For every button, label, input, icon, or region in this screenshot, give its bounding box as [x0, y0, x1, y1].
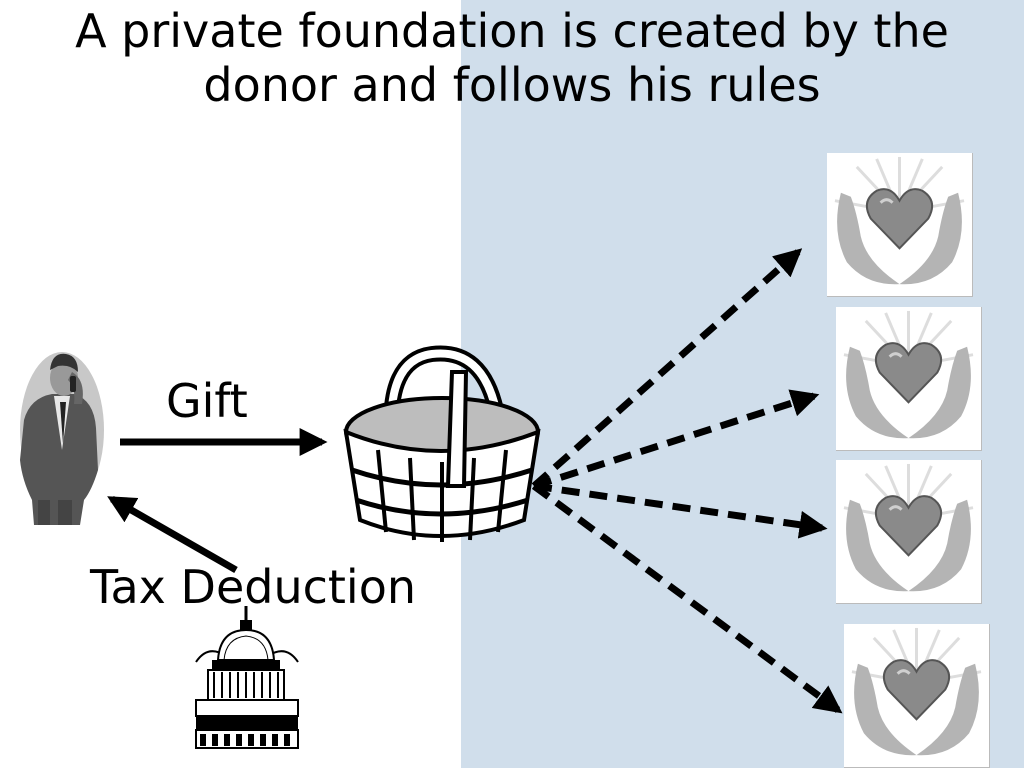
tax-deduction-arrow: [107, 495, 238, 574]
charity-heart-in-hands-icon-1: [827, 153, 973, 297]
distribution-arrow-2: [532, 389, 820, 490]
basket-icon: [343, 345, 541, 542]
charity-heart-in-hands-icon-3: [836, 460, 982, 604]
charity-heart-in-hands-icon-4: [844, 624, 990, 768]
distribution-arrow-4: [531, 483, 843, 714]
businessman-on-phone-icon: [20, 352, 104, 525]
distribution-arrow-1: [531, 248, 803, 489]
tax-deduction-label: Tax Deduction: [90, 560, 416, 614]
slide-title: A private foundation is created by the d…: [0, 4, 1024, 112]
capitol-building-icon: [195, 606, 299, 749]
gift-label: Gift: [166, 374, 248, 428]
title-line-1: A private foundation is created by the: [75, 4, 949, 58]
distribution-arrow-3: [533, 482, 828, 539]
title-line-2: donor and follows his rules: [203, 58, 821, 112]
charity-heart-in-hands-icon-2: [836, 307, 982, 451]
